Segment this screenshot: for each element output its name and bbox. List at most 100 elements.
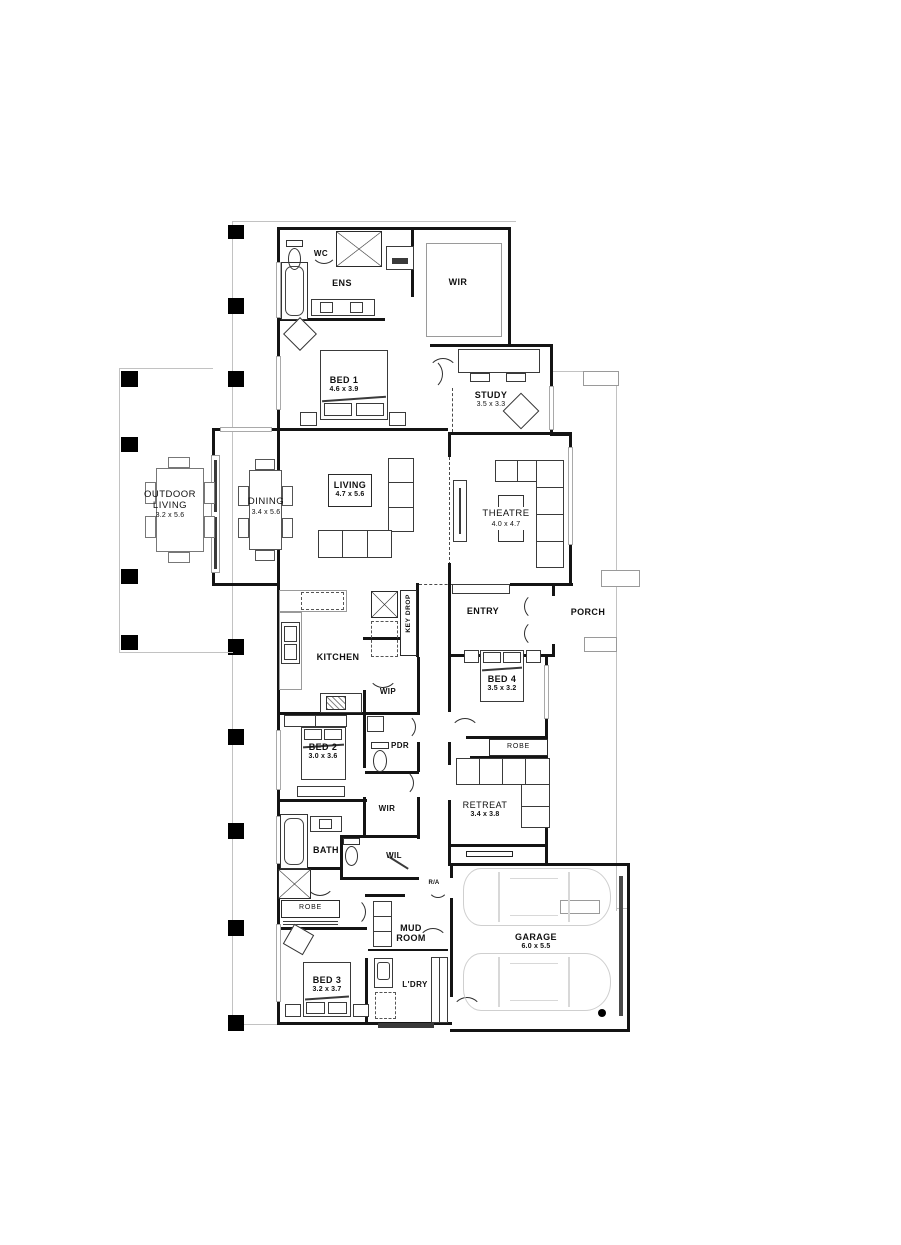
outdoor-chair xyxy=(168,552,190,563)
outdoor-post xyxy=(121,437,138,452)
room-dims: 3.0 x 3.6 xyxy=(308,753,338,761)
sofa-cushion-line xyxy=(536,541,564,542)
room-dims: 3.5 x 3.3 xyxy=(476,401,506,409)
room-name: ENS xyxy=(332,278,352,288)
wall xyxy=(470,756,548,759)
outdoor-chair xyxy=(204,482,215,504)
verandah-post xyxy=(228,729,244,745)
room-dims: 6.0 x 5.5 xyxy=(521,943,551,951)
cooktop xyxy=(326,696,346,710)
room-name: BED 2 xyxy=(308,742,338,752)
sofa-cushion-line xyxy=(536,487,564,488)
kitchen-bench xyxy=(279,590,347,612)
room-name: STUDY xyxy=(474,390,508,400)
bedside-table xyxy=(285,1004,301,1017)
dining-chair xyxy=(238,518,249,538)
room-label-kitchen: KITCHEN xyxy=(310,652,366,662)
toilet-tank xyxy=(371,742,389,749)
cased-opening-dashed xyxy=(449,457,450,565)
chair xyxy=(283,317,317,351)
room-label-living: LIVING 4.7 x 5.6 xyxy=(328,480,372,499)
entry-console xyxy=(452,584,510,594)
sink-bowl xyxy=(284,644,297,660)
bathtub xyxy=(281,262,308,320)
room-name: MUD ROOM xyxy=(396,923,426,944)
wall xyxy=(448,654,451,712)
room-label-garage: GARAGE 6.0 x 5.5 xyxy=(508,932,564,951)
verandah-post xyxy=(228,371,244,387)
room-label-wir1: WIR xyxy=(438,277,478,287)
porch-pier xyxy=(583,371,619,386)
theatre-bulkhead xyxy=(498,530,524,542)
wall xyxy=(340,835,343,878)
car-roof-line xyxy=(510,878,558,879)
wall xyxy=(450,863,630,866)
wall xyxy=(448,432,572,435)
room-label-wir2: WIR xyxy=(370,804,404,814)
car-roof-line xyxy=(510,1000,558,1001)
wall xyxy=(416,583,419,657)
wall xyxy=(212,428,448,431)
outdoor-living-edge xyxy=(119,368,120,653)
wall xyxy=(448,432,451,457)
car-windshield xyxy=(498,872,500,922)
room-name: OUTDOOR LIVING xyxy=(143,489,197,511)
outdoor-post xyxy=(121,635,138,650)
room-label-bath: BATH xyxy=(306,845,346,855)
door-arc-study xyxy=(428,358,458,388)
room-label-retreat: RETREAT 3.4 x 3.8 xyxy=(458,800,512,819)
robe-bed3-box xyxy=(281,900,340,918)
room-name: BED 4 xyxy=(487,674,517,684)
bench-slat xyxy=(373,916,392,917)
room-dims: 4.7 x 5.6 xyxy=(335,491,365,499)
stacker-door-leaf xyxy=(214,517,217,569)
car-roof-line xyxy=(510,963,558,964)
outdoor-post xyxy=(121,569,138,584)
pillow xyxy=(324,403,352,416)
room-name: KEY DROP xyxy=(404,594,412,633)
car-roof-line xyxy=(510,915,558,916)
bedside-table xyxy=(353,1004,369,1017)
outdoor-chair xyxy=(145,516,156,538)
bench-slat xyxy=(373,931,392,932)
bedside-table xyxy=(300,412,317,426)
wall xyxy=(430,344,510,347)
sofa-cushion-line xyxy=(388,482,414,483)
front-door-arc xyxy=(524,593,551,620)
basin xyxy=(319,819,332,829)
room-name: WIR xyxy=(448,277,468,287)
room-name: BED 1 xyxy=(329,375,359,385)
room-name: RETREAT xyxy=(462,800,508,810)
wall xyxy=(277,318,385,321)
appliance-space-dashed xyxy=(375,992,396,1019)
key-drop-niche xyxy=(400,590,417,656)
dining-chair xyxy=(255,459,275,470)
room-dims: 4.0 x 4.7 xyxy=(491,520,521,528)
wall xyxy=(365,958,368,1025)
wall xyxy=(508,227,511,347)
retreat-sofa xyxy=(456,758,550,785)
window xyxy=(276,924,281,1002)
toilet xyxy=(286,240,303,270)
shower xyxy=(336,231,382,267)
room-name: WIR xyxy=(378,804,396,813)
room-name: R/A xyxy=(428,880,440,886)
window xyxy=(276,262,281,318)
room-dims: 3.4 x 5.6 xyxy=(251,508,281,516)
wall xyxy=(368,949,448,951)
room-label-study: STUDY 3.5 x 3.3 xyxy=(466,390,516,409)
wall xyxy=(417,742,420,772)
car-rear-window xyxy=(568,957,570,1007)
shelf-divider xyxy=(315,715,316,727)
wall xyxy=(363,712,366,768)
car xyxy=(463,953,611,1011)
window xyxy=(549,386,554,430)
room-name: ROBE xyxy=(506,743,531,750)
room-label-wil: WIL xyxy=(378,851,410,861)
outdoor-living-edge xyxy=(119,652,233,653)
pillow xyxy=(324,729,342,740)
wall xyxy=(448,742,451,765)
stacker-door-leaf xyxy=(214,460,217,512)
room-name: WC xyxy=(313,249,329,258)
